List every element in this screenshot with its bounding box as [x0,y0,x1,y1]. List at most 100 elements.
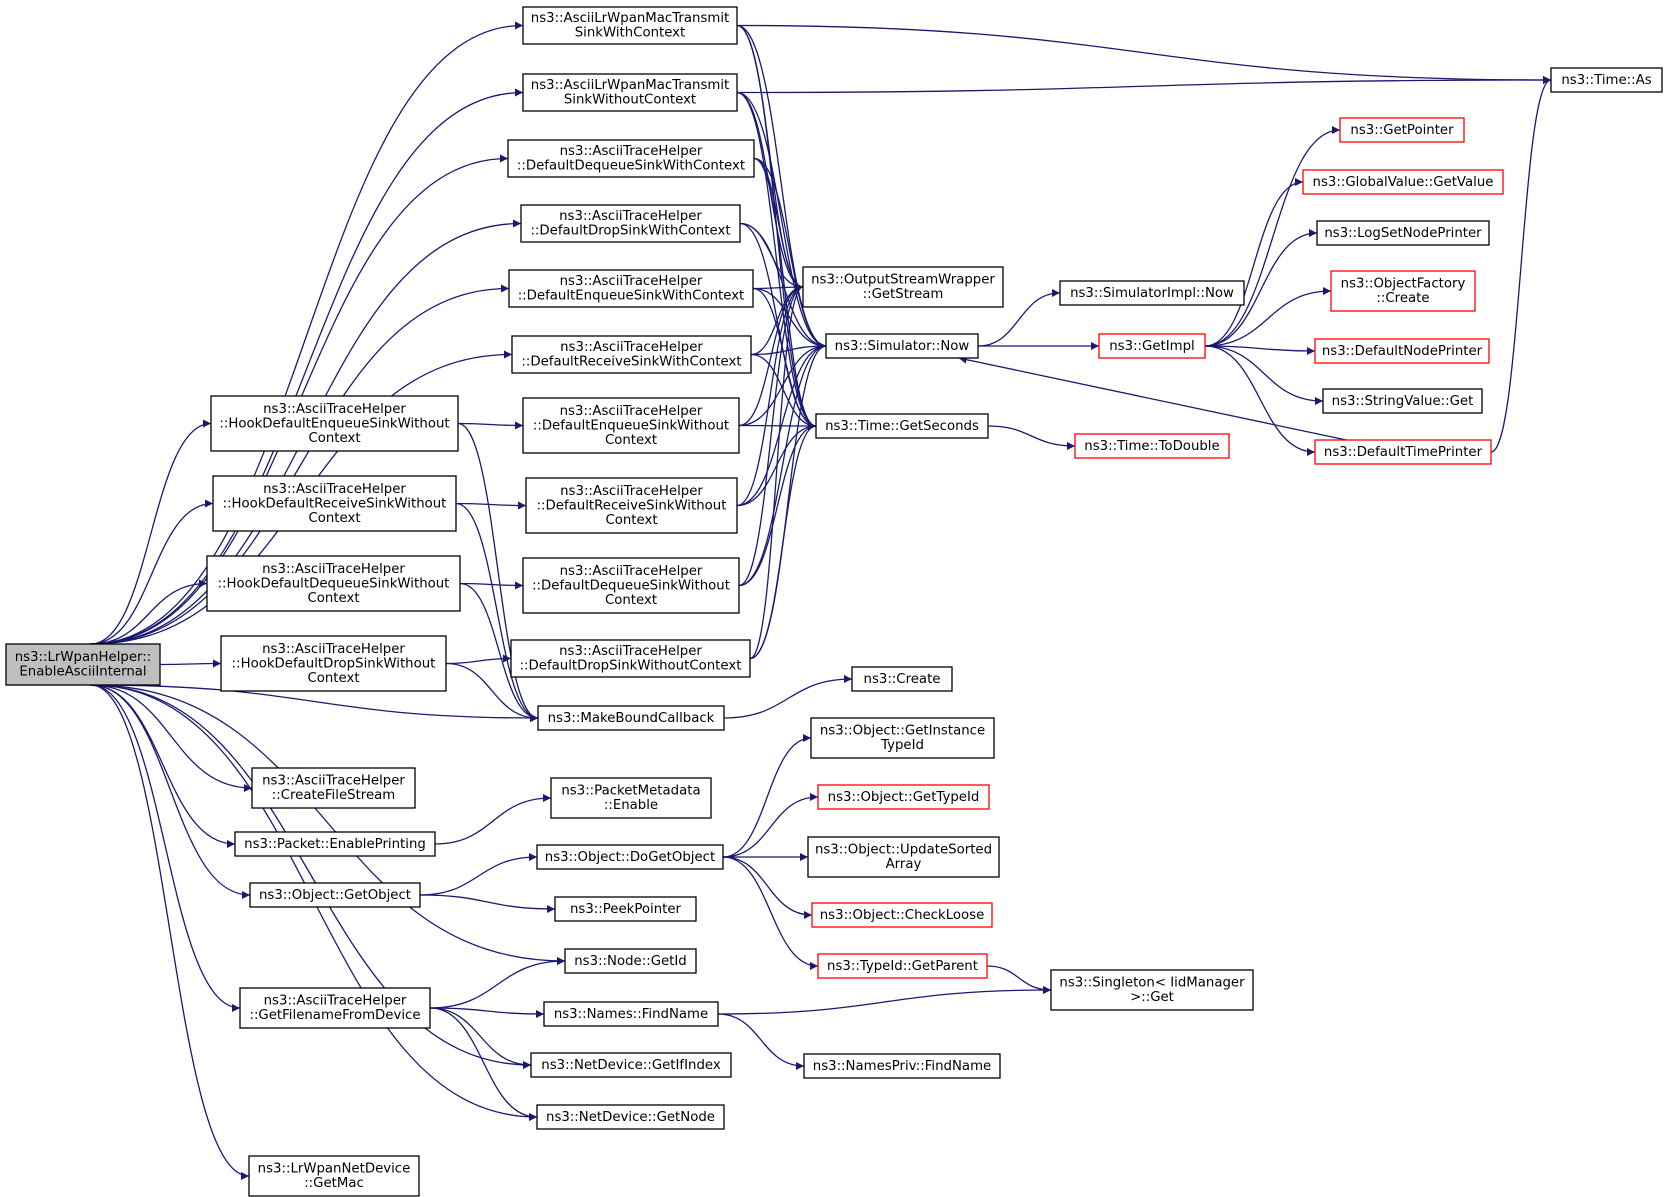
node-hook-rcv[interactable]: ns3::AsciiTraceHelper::HookDefaultReceiv… [212,475,457,532]
edge-enable-printing-to-pm-enable [434,794,552,845]
node-hook-enq[interactable]: ns3::AsciiTraceHelper::HookDefaultEnqueu… [210,395,459,452]
node-get-type-id[interactable]: ns3::Object::GetTypeId [817,784,990,810]
node-box [212,475,457,532]
node-box [1314,439,1492,465]
node-global-get-value[interactable]: ns3::GlobalValue::GetValue [1302,169,1504,195]
node-get-impl[interactable]: ns3::GetImpl [1098,333,1206,359]
node-box [522,6,738,45]
edge-hook-deq-to-deq-without [459,581,524,590]
node-singleton-get[interactable]: ns3::Singleton< IidManager >::Get [1050,969,1254,1011]
node-deq-without[interactable]: ns3::AsciiTraceHelper::DefaultDequeueSin… [522,557,740,614]
node-box [5,643,161,686]
node-label-line: ns3::SimulatorImpl::Now [1070,286,1234,301]
node-label-line: ns3::AsciiTraceHelper [560,144,703,159]
node-drop-with-ctx[interactable]: ns3::AsciiTraceHelper::DefaultDropSinkWi… [520,204,741,243]
node-def-node-printer[interactable]: ns3::DefaultNodePrinter [1314,338,1490,364]
node-label-line: EnableAsciiInternal [19,665,146,680]
node-label-line: ns3::DefaultTimePrinter [1324,445,1483,460]
edge-get-seconds-to-to-double [987,425,1076,450]
node-make-bound[interactable]: ns3::MakeBoundCallback [537,705,725,731]
node-label-line: Array [886,857,922,872]
node-get-parent[interactable]: ns3::TypeId::GetParent [817,953,988,979]
node-mac-without-ctx[interactable]: ns3::AsciiLrWpanMacTransmitSinkWithoutCo… [522,73,738,112]
node-hook-drop[interactable]: ns3::AsciiTraceHelper::HookDefaultDropSi… [220,635,447,692]
edge-enq-without-to-get-seconds [738,421,817,430]
node-to-double[interactable]: ns3::Time::ToDouble [1074,433,1230,459]
node-get-seconds[interactable]: ns3::Time::GetSeconds [815,413,989,439]
node-drop-without[interactable]: ns3::AsciiTraceHelper::DefaultDropSinkWi… [510,639,751,678]
node-str-value-get[interactable]: ns3::StringValue::Get [1322,388,1483,414]
node-box [510,639,751,678]
node-sim-now[interactable]: ns3::Simulator::Now [825,333,979,359]
edge-find-name-to-singleton-get [717,986,1052,1015]
node-label-line: ::DefaultDequeueSinkWithout [532,578,730,593]
node-obj-factory-create[interactable]: ns3::ObjectFactory::Create [1330,270,1476,312]
node-get-pointer[interactable]: ns3::GetPointer [1339,117,1465,143]
node-label-line: ns3::Create [864,672,941,687]
node-label-line: ns3::AsciiTraceHelper [560,340,703,355]
node-box [1322,388,1483,414]
node-box [239,987,431,1029]
node-box [1550,67,1663,93]
node-label-line: ns3::GlobalValue::GetValue [1313,175,1494,190]
node-label-line: ::DefaultEnqueueSinkWithContext [518,289,745,304]
node-label-line: ns3::Object::UpdateSorted [815,843,992,858]
node-do-get-object[interactable]: ns3::Object::DoGetObject [536,844,724,870]
node-get-mac[interactable]: ns3::LrWpanNetDevice::GetMac [248,1155,420,1197]
node-deq-with-ctx[interactable]: ns3::AsciiTraceHelper::DefaultDequeueSin… [507,139,755,178]
node-box [249,882,421,908]
node-box [522,557,740,614]
node-label-line: ns3::Names::FindName [554,1007,708,1022]
node-label-line: ns3::LrWpanNetDevice [258,1162,411,1177]
node-get-if-index[interactable]: ns3::NetDevice::GetIfIndex [530,1052,732,1078]
node-check-loose[interactable]: ns3::Object::CheckLoose [811,902,993,928]
node-get-filename[interactable]: ns3::AsciiTraceHelper::GetFilenameFromDe… [239,987,431,1029]
edge-hook-rcv-to-rcv-without [455,501,527,510]
node-find-name[interactable]: ns3::Names::FindName [543,1001,719,1027]
node-rcv-without[interactable]: ns3::AsciiTraceHelper::DefaultReceiveSin… [525,477,738,534]
node-label-line: ns3::Time::As [1561,73,1651,88]
node-box [815,413,989,439]
node-enable-printing[interactable]: ns3::Packet::EnablePrinting [234,831,436,857]
edge-find-name-to-names-priv-find [717,1013,805,1070]
edge-def-time-printer-to-time-as [1490,76,1552,453]
node-label-line: ::DefaultDropSinkWithoutContext [520,659,742,674]
node-label-line: ns3::Object::DoGetObject [545,850,715,865]
node-time-as[interactable]: ns3::Time::As [1550,67,1663,93]
node-box [220,635,447,692]
node-label-line: ns3::StringValue::Get [1332,394,1474,409]
node-label-line: ns3::OutputStreamWrapper [811,273,995,288]
node-label-line: ns3::AsciiTraceHelper [560,404,703,419]
node-hook-deq[interactable]: ns3::AsciiTraceHelper::HookDefaultDequeu… [206,555,461,612]
node-box [507,139,755,178]
node-peek-pointer[interactable]: ns3::PeekPointer [554,896,697,922]
edge-drop-with-ctx-to-sim-now [739,222,827,350]
node-pm-enable[interactable]: ns3::PacketMetadata::Enable [550,777,712,819]
node-node-get-id[interactable]: ns3::Node::GetId [564,948,697,974]
node-get-node[interactable]: ns3::NetDevice::GetNode [536,1104,725,1130]
node-label-line: ns3::Simulator::Now [835,339,970,354]
node-create-file[interactable]: ns3::AsciiTraceHelper::CreateFileStream [251,767,416,809]
edge-get-filename-to-node-get-id [429,957,566,1009]
node-enq-without[interactable]: ns3::AsciiTraceHelper::DefaultEnqueueSin… [522,397,740,454]
node-label-line: ::GetMac [304,1176,364,1191]
node-label-line: Context [308,431,360,446]
node-label-line: ns3::PeekPointer [570,902,682,917]
node-def-time-printer[interactable]: ns3::DefaultTimePrinter [1314,439,1492,465]
edge-do-get-object-to-check-loose [722,856,813,919]
node-create[interactable]: ns3::Create [851,666,953,692]
node-box [234,831,436,857]
node-get-stream[interactable]: ns3::OutputStreamWrapper::GetStream [802,266,1004,308]
node-names-priv-find[interactable]: ns3::NamesPriv::FindName [803,1053,1001,1079]
node-enq-with-ctx[interactable]: ns3::AsciiTraceHelper::DefaultEnqueueSin… [508,269,754,308]
node-mac-with-ctx[interactable]: ns3::AsciiLrWpanMacTransmitSinkWithConte… [522,6,738,45]
node-rcv-with-ctx[interactable]: ns3::AsciiTraceHelper::DefaultReceiveSin… [511,335,752,374]
node-log-set-node[interactable]: ns3::LogSetNodePrinter [1316,220,1490,246]
node-get-object[interactable]: ns3::Object::GetObject [249,882,421,908]
node-label-line: ::CreateFileStream [272,788,396,803]
node-impl-now[interactable]: ns3::SimulatorImpl::Now [1059,280,1245,306]
edge-get-filename-to-get-node [429,1007,538,1121]
node-box [1302,169,1504,195]
